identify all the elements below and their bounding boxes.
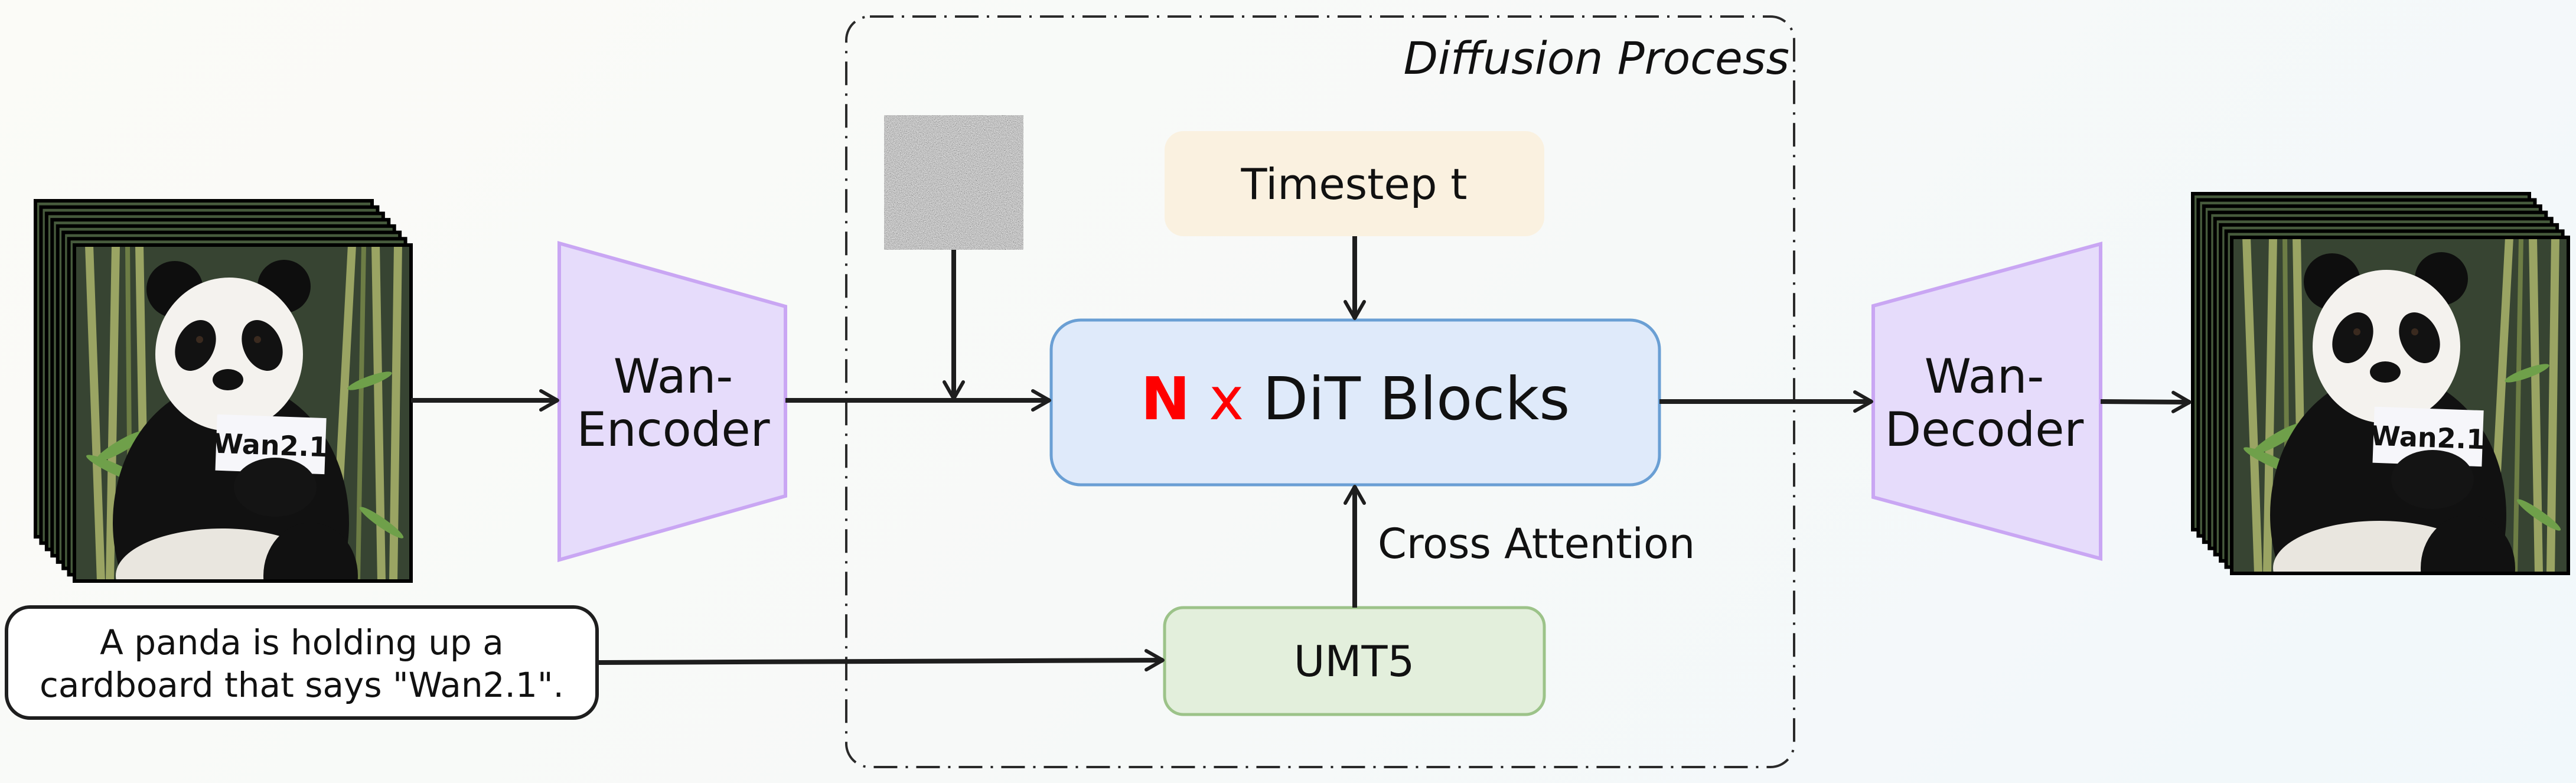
- umt5-box: UMT5: [1163, 606, 1546, 716]
- encoder-trapezoid: [557, 241, 787, 562]
- prompt-line1: A panda is holding up a: [100, 622, 504, 663]
- text-prompt-box: A panda is holding up a cardboard that s…: [5, 605, 599, 720]
- dit-n-multiplier: N: [1141, 364, 1191, 433]
- video-frame-front: [74, 245, 411, 664]
- input-panda-sign-text: Wan2.1: [213, 428, 328, 464]
- wan-decoder: Wan- Decoder: [1871, 242, 2102, 561]
- noise-latent-image: [884, 115, 1023, 250]
- decoder-label-line1: Wan-: [1925, 349, 2045, 404]
- wan-encoder: Wan- Encoder: [557, 241, 787, 562]
- svg-text:N x DiT Blocks: N x DiT Blocks: [1141, 364, 1570, 433]
- encoder-label-line2: Encoder: [576, 402, 769, 457]
- timestep-box: Timestep t: [1165, 131, 1544, 236]
- output-video-frames: [2191, 192, 2568, 657]
- decoder-label-line2: Decoder: [1885, 402, 2084, 457]
- cross-attention-label: Cross Attention: [1378, 520, 1695, 568]
- diffusion-process-label: Diffusion Process: [1404, 32, 1790, 84]
- umt5-label: UMT5: [1294, 637, 1415, 686]
- timestep-label: Timestep t: [1240, 159, 1467, 209]
- frame-border: [73, 243, 413, 583]
- arrow-prompt-to-umt5: [596, 649, 1165, 672]
- encoder-label-line1: Wan-: [614, 349, 733, 404]
- diffusion-process-group: [845, 15, 1795, 768]
- input-video-frames: [34, 199, 411, 664]
- video-frame-front: [2232, 237, 2568, 657]
- dit-label: DiT Blocks: [1263, 364, 1570, 433]
- dit-blocks-box: N x DiT Blocks: [1049, 318, 1661, 487]
- output-panda-sign-text: Wan2.1: [2370, 420, 2486, 456]
- decoder-trapezoid: [1871, 242, 2102, 561]
- frame-border: [2230, 236, 2570, 575]
- prompt-line2: cardboard that says "Wan2.1".: [40, 665, 564, 705]
- dit-times-sign: x: [1209, 364, 1244, 433]
